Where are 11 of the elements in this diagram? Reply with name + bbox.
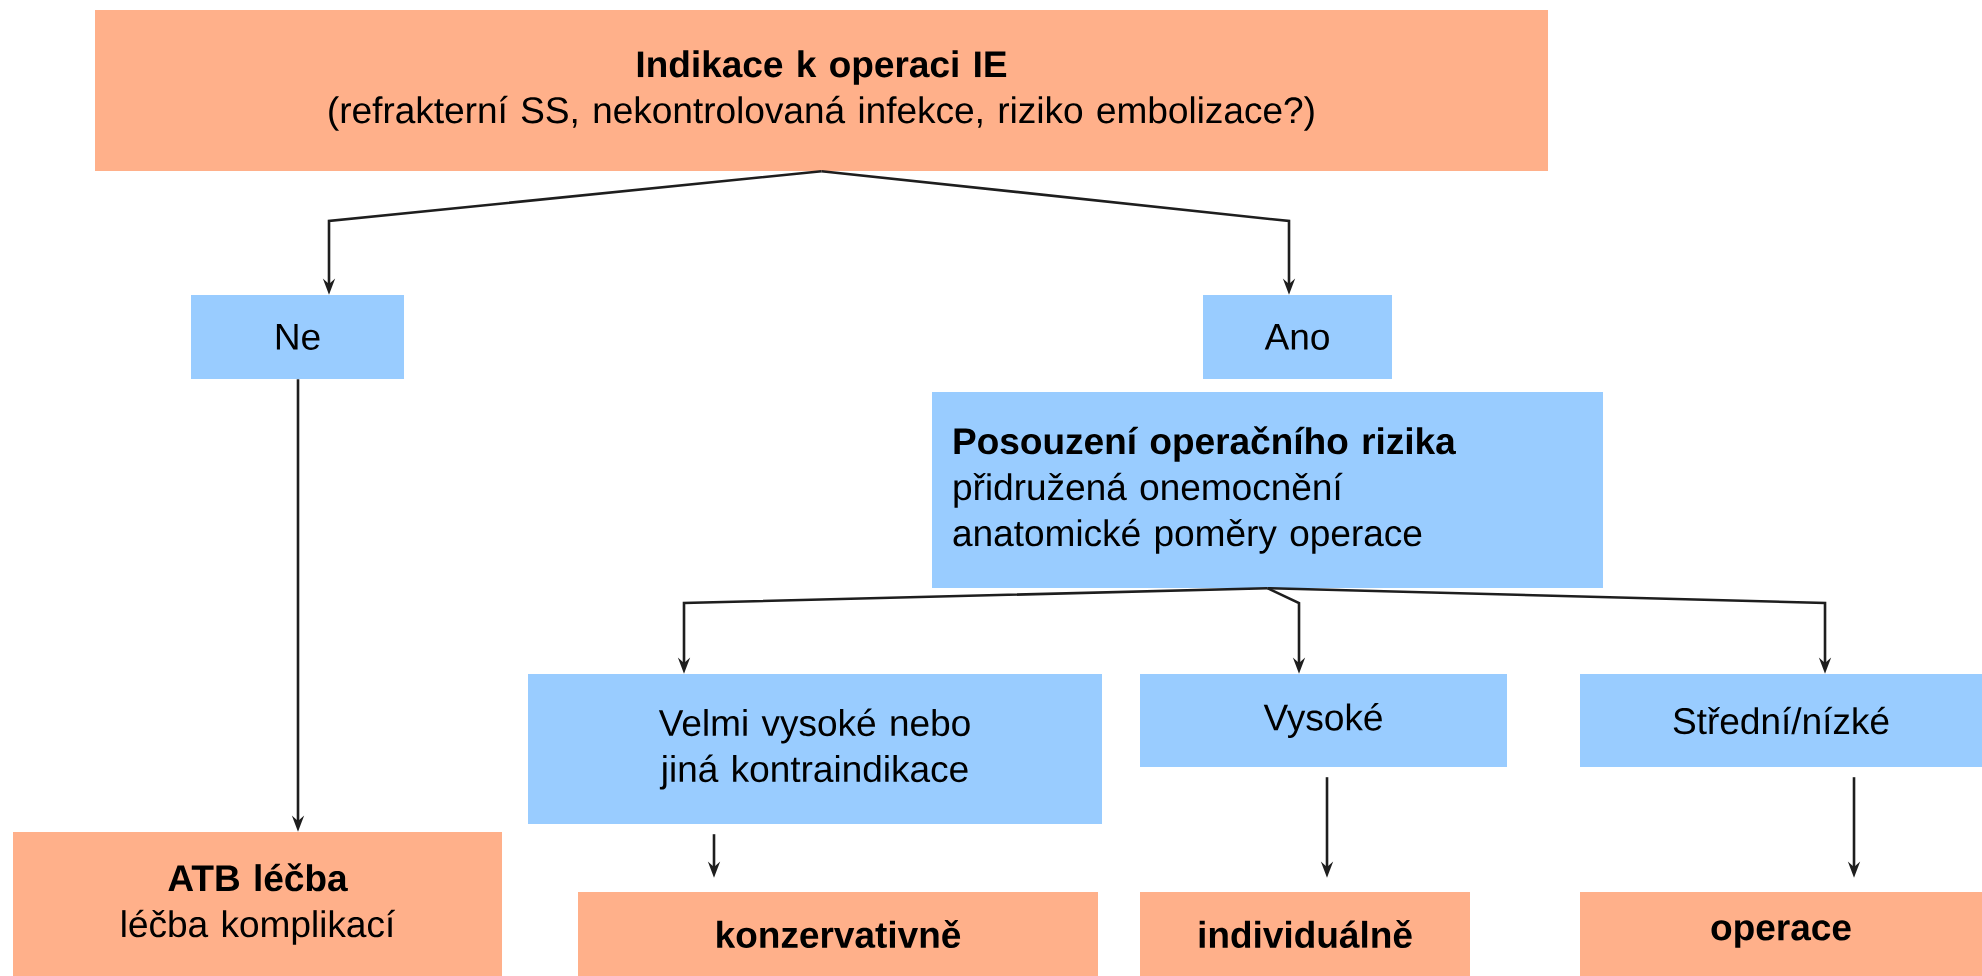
outcome-box: individuálně — [1140, 892, 1470, 976]
risk-box: Střední/nízké — [1580, 674, 1982, 767]
outcome-box: operace — [1580, 892, 1982, 976]
answer-box: Ne — [191, 295, 404, 379]
risk-box: Vysoké — [1140, 674, 1507, 767]
risk-box: Velmi vysoké nebo jiná kontraindikace — [528, 674, 1102, 824]
outcome-box: ATB léčba léčba komplikací — [13, 832, 502, 976]
answer-box: Ano — [1203, 295, 1392, 379]
decision-box: Indikace k operaci IE (refrakterní SS, nekontrolovaná infekce, riziko embolizace?) — [95, 10, 1548, 171]
outcome-box: konzervativně — [578, 892, 1098, 976]
assessment-box: Posouzení operačního rizika přidružená onemocnění anatomické poměry operace — [932, 392, 1603, 588]
